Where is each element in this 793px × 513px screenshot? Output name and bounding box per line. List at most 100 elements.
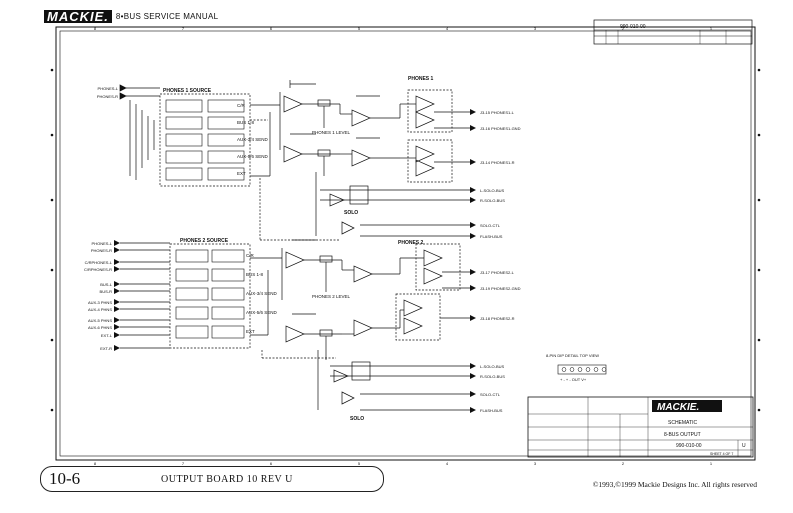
dip-pin-detail: 8-PIN DIP DETAIL TOP VIEW + - + - OUT V+ [546,353,607,382]
switch-block [211,287,245,301]
phones1-out-label: PHONES 1 [408,76,434,82]
phones1-source-label: PHONES 1 SOURCE [163,88,212,94]
output-label: J3-18 PHONES2-R [480,316,515,321]
revision-block: 990-010-00 [593,19,753,45]
switch-label: AUX-3/4 SEND [237,137,269,142]
title-block-title: SCHEMATIC [668,420,697,426]
switch-block [207,116,245,130]
switch-label: AUX-5/6 SEND [246,310,278,315]
column-label: 1 [710,461,713,466]
title-block: MACKIE. SCHEMATIC 8-BUS OUTPUT 990-010-0… [527,396,754,458]
title-block-subtitle: 8-BUS OUTPUT [664,432,701,438]
page-number: 10-6 [49,469,81,488]
switch-block [175,249,209,263]
output-label: J3-17 PHONES2-L [480,270,515,275]
mackie-logo: MACKIE. [44,9,112,23]
drawing-frame [55,26,756,461]
phones2-section [120,239,470,411]
manual-title: 8•BUS SERVICE MANUAL [115,11,219,21]
switch-block [211,268,245,282]
switch-block [207,167,245,181]
switch-label: EXT [246,329,255,334]
input-label: BUS-L [100,282,113,287]
phones2-source-label: PHONES 2 SOURCE [180,238,229,244]
switch-block [165,167,203,181]
switch-block [207,133,245,147]
switch-block [207,99,245,113]
phones2-input-labels: PHONES-L PHONES-R C/RPHONES-L C/RPHONES-R BU… [84,241,113,351]
phones2-out-label: PHONES 2 [398,240,424,246]
title-block-logo: MACKIE. [657,402,699,413]
output-label: L-SOLO-BUS [480,364,505,369]
column-label: 4 [446,26,449,31]
part-number-top: 990-010-00 [620,24,646,30]
column-label: 3 [534,26,537,31]
switch-block [211,249,245,263]
input-label: PHONES-L [92,241,113,246]
input-label: PHONES-L [98,86,119,91]
pin-detail-pins: + - + - OUT V+ [560,377,587,382]
board-title: OUTPUT BOARD 10 REV U [161,473,293,485]
title-block-revision: U [742,443,746,449]
phones1-input-labels: PHONES-L PHONES-R [97,86,119,99]
title-block-drawing-number: 990-010-00 [676,443,702,449]
input-label: PHONES-R [91,248,112,253]
phones1-section [119,80,470,241]
switch-label: C/R [246,253,255,258]
column-label: 6 [270,461,273,466]
switch-block [175,306,209,320]
input-label: C/RPHONES-L [85,260,113,265]
phones1-level-label: PHONES 1 LEVEL [312,130,351,135]
column-label: 8 [94,26,97,31]
input-label: AUX-6 PHNS [88,325,112,330]
switch-label: AUX-5/6 SEND [237,154,269,159]
output-label: L-SOLO-BUS [480,188,505,193]
column-label: 8 [94,461,97,466]
solo-upper-label: SOLO [344,210,358,216]
solo-lower-label: SOLO [350,416,364,422]
switch-label: EXT [237,171,246,176]
page-footer-tab: 10-6 OUTPUT BOARD 10 REV U [40,466,384,492]
manual-header: MACKIE. 8•BUS SERVICE MANUAL [44,8,218,24]
output-label: J3-15 PHONES1-L [480,110,515,115]
output-label: SOLO-CTL [480,223,501,228]
switch-block [165,99,203,113]
border-row-markers [50,68,761,412]
column-label: 6 [270,26,273,31]
switch-block [165,133,203,147]
input-label: C/RPHONES-R [84,267,112,272]
input-label: PHONES-R [97,94,118,99]
input-label: AUX-4 PHNS [88,307,112,312]
switch-block [175,287,209,301]
phones1-output-arrows [470,109,476,239]
title-block-sheet: SHEET 4 OF 7 [710,452,733,456]
copyright-notice: ©1993,©1999 Mackie Designs Inc. All righ… [592,480,757,489]
switch-label: BUS 1-8 [237,120,255,125]
column-label: 2 [622,26,625,31]
column-label: 1 [710,26,713,31]
input-label: EXT-R [100,346,112,351]
switch-label: BUS 1-8 [246,272,264,277]
column-label: 4 [446,461,449,466]
column-label: 3 [534,461,537,466]
output-label: SOLO-CTL [480,392,501,397]
switch-label: C/R [237,103,246,108]
switch-block [175,325,209,339]
input-label: BUS-R [100,289,113,294]
column-label: 5 [358,26,361,31]
output-label: J3-16 PHONES1-GND [480,126,521,131]
column-label: 7 [182,461,185,466]
phones2-level-label: PHONES 2 LEVEL [312,294,351,299]
switch-label: AUX-3/4 SEND [246,291,278,296]
switch-block [211,306,245,320]
output-label: FLASH-BUS [480,234,503,239]
output-label: R-SOLO-BUS [480,374,505,379]
column-label: 5 [358,461,361,466]
switch-block [165,116,203,130]
input-label: EXT-L [101,333,113,338]
